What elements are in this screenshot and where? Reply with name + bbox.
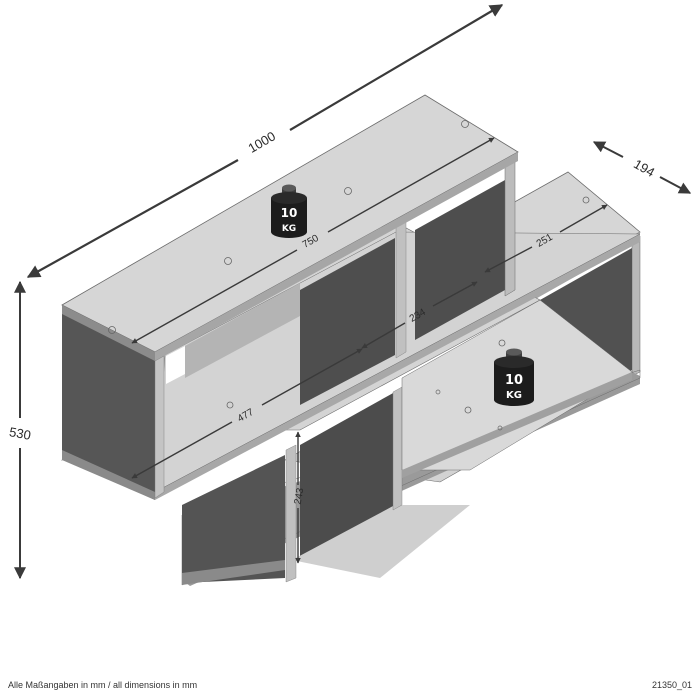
- mount-hole: [582, 196, 590, 204]
- dimension-label-194: 194: [631, 156, 657, 180]
- mount-hole: [461, 120, 469, 128]
- mount-hole: [464, 406, 472, 414]
- upper-inner-support: [154, 355, 165, 499]
- upper-middle-compartment-back: [300, 238, 395, 405]
- mount-hole: [224, 257, 232, 265]
- lower-left-block: [182, 455, 285, 583]
- upper-inner-back-strip: [185, 283, 300, 378]
- upper-unit-top-left-edge: [62, 305, 155, 361]
- drawing-reference: 21350_01: [651, 680, 692, 690]
- dimension-line: [559, 204, 608, 233]
- upper-unit-left-panel-base: [62, 450, 155, 500]
- lower-left-block-base: [182, 560, 285, 585]
- lower-divider-left: [285, 444, 297, 583]
- upper-unit-right-panel: [504, 159, 516, 297]
- weight-icon-top: 10 KG: [271, 184, 307, 238]
- dimension-line: [26, 159, 239, 278]
- weight-bottom-value: 10: [505, 373, 523, 388]
- weight-top-unit: KG: [282, 224, 296, 234]
- dimension-top-shelf: 750: [131, 137, 495, 344]
- mount-hole: [344, 187, 352, 195]
- dimension-line: [131, 249, 298, 344]
- dimension-line: [659, 176, 692, 194]
- dimension-line: [432, 281, 478, 307]
- dimension-line: [131, 421, 233, 479]
- dimension-label-243: 243: [293, 487, 307, 506]
- dimension-line: [327, 137, 495, 233]
- mount-hole: [226, 401, 234, 409]
- weight-top-value: 10: [281, 206, 298, 220]
- dimension-lower-compartment-height: 243: [293, 431, 307, 564]
- units-note: Alle Maßangaben in mm / all dimensions i…: [8, 680, 198, 690]
- lower-divider-middle: [392, 386, 403, 511]
- weight-icon-bottom: 10 KG: [494, 348, 534, 406]
- dimension-overall-depth: 194: [592, 141, 692, 194]
- upper-inner-opening: [166, 346, 185, 384]
- dimension-line: [361, 322, 406, 349]
- dimension-line: [484, 246, 533, 273]
- mount-hole: [497, 425, 503, 431]
- dimension-label-530: 530: [8, 424, 32, 443]
- upper-unit-top-front-edge: [155, 152, 518, 361]
- dimension-line: [261, 348, 363, 406]
- lower-right-shelf-front-edge: [402, 372, 632, 478]
- dimension-line: [592, 141, 624, 158]
- dimension-overall-height: 530: [8, 280, 32, 580]
- upper-divider: [395, 217, 407, 359]
- mount-hole: [498, 339, 506, 347]
- middle-shelf-edge: [155, 232, 640, 500]
- weight-bottom-unit: KG: [506, 390, 522, 401]
- dimension-line: [289, 4, 504, 131]
- lower-unit-right-panel: [631, 235, 641, 377]
- mount-hole: [108, 326, 116, 334]
- dimension-label-1000: 1000: [245, 128, 278, 155]
- upper-unit-left-panel: [62, 312, 155, 500]
- mount-hole: [435, 389, 441, 395]
- lower-middle-compartment-floor: [292, 505, 470, 578]
- upper-right-compartment-back: [415, 180, 505, 340]
